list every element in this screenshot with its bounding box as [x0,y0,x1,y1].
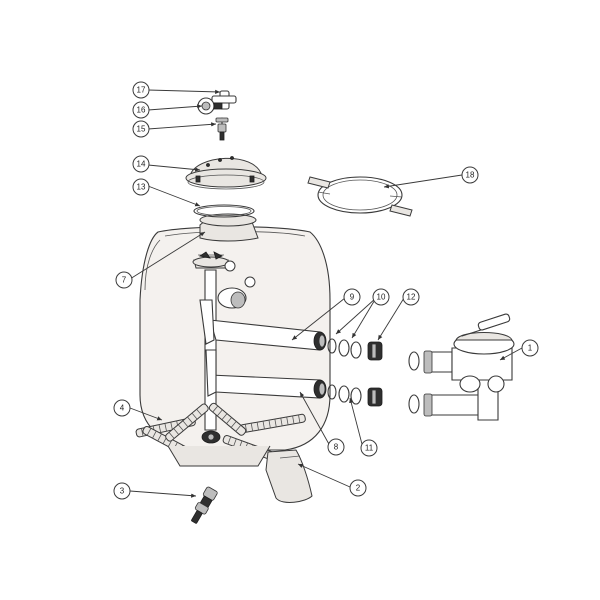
callout-18: 18 [461,166,479,184]
callout-3: 3 [113,482,131,500]
callout-4-label: 4 [120,404,125,413]
callout-13-label: 13 [137,183,146,192]
upper-pipe [199,299,321,351]
leader-lines [129,89,523,498]
callout-16: 16 [132,101,150,119]
tank-retaining-ring [307,176,413,217]
callout-3-label: 3 [120,487,125,496]
callout-7: 7 [115,271,133,289]
callout-9-label: 9 [350,293,355,302]
callout-8: 8 [327,438,345,456]
callout-11: 11 [360,439,378,457]
callout-9: 9 [343,288,361,306]
callout-11-label: 11 [365,444,374,453]
callout-2: 2 [349,479,367,497]
pipe-outlet-connectors [313,331,327,399]
callout-1: 1 [521,339,539,357]
callout-17: 17 [132,81,150,99]
union-o-rings [327,338,362,405]
tank-base [167,445,313,503]
callout-14-label: 14 [137,160,146,169]
drain-valve [191,486,218,524]
callout-1-label: 1 [528,344,533,353]
callout-16-label: 16 [137,106,146,115]
callout-7-label: 7 [122,276,127,285]
callout-17-label: 17 [137,86,146,95]
callout-12: 12 [402,288,420,306]
callout-15-label: 15 [137,125,146,134]
callout-18-label: 18 [466,171,475,180]
callout-4: 4 [113,399,131,417]
callout-13: 13 [132,178,150,196]
multiport-valve [408,313,515,421]
callout-14: 14 [132,155,150,173]
callout-15: 15 [132,120,150,138]
callout-8-label: 8 [334,443,339,452]
callout-2-label: 2 [356,484,361,493]
filter-lid [185,156,267,190]
callout-10-label: 10 [377,293,386,302]
pressure-gauge-assembly [197,90,237,141]
lower-pipe [205,349,321,399]
callout-12-label: 12 [407,293,416,302]
callout-10: 10 [372,288,390,306]
lid-o-ring [193,204,255,218]
union-nuts [367,341,383,407]
